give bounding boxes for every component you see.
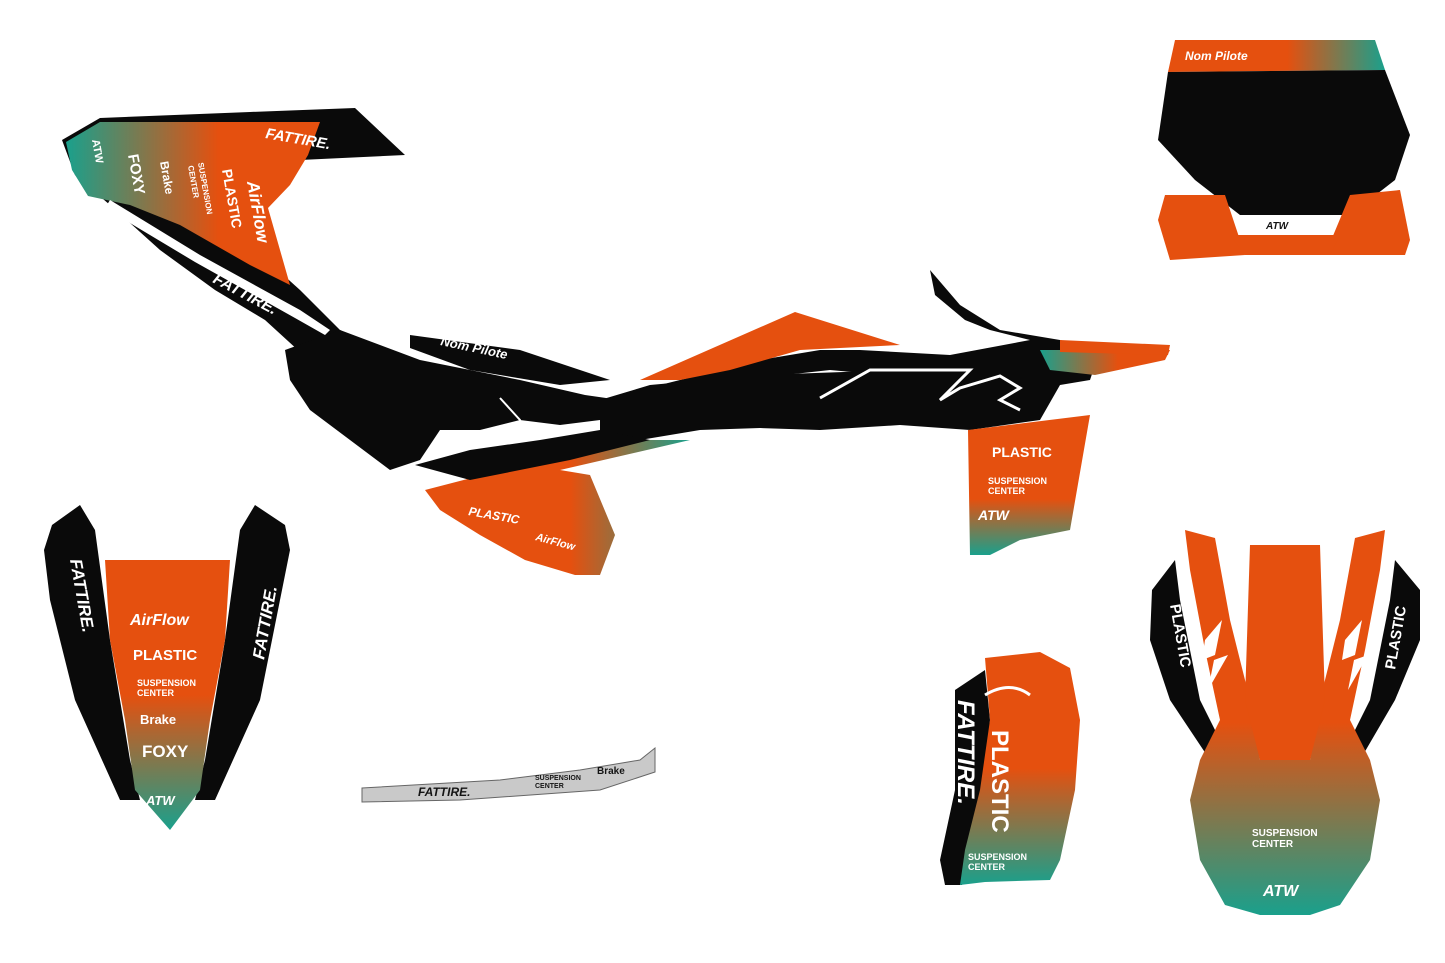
rear-fender-atw: ATW: [145, 793, 176, 808]
center-orange-top: [640, 312, 900, 380]
fork-guard-black: [940, 670, 990, 885]
plate-right-wing: [1325, 190, 1410, 255]
plate-rider-name: Nom Pilote: [1185, 49, 1248, 63]
rear-fender-foxy: FOXY: [142, 742, 189, 761]
rear-fender-brake: Brake: [140, 712, 176, 727]
rear-side-orange-panel: [66, 122, 320, 285]
rear-fender-center: CENTER: [137, 688, 175, 698]
center-white-stripe: [819, 368, 1023, 412]
plate-black-area: [1158, 70, 1410, 215]
front-number-plate: Nom Pilote ATW: [1158, 40, 1410, 260]
radiator-scoop: PLASTIC SUSPENSION CENTER ATW: [968, 415, 1090, 555]
rear-side-foxy-logo: FOXY: [124, 153, 148, 196]
rear-fender-airflow: AirFlow: [129, 612, 190, 629]
fork-guard: FATTIRE. PLASTIC SUSPENSION CENTER: [940, 652, 1080, 885]
rear-fender: FATTIRE. FATTIRE. AirFlow PLASTIC SUSPEN…: [44, 505, 290, 830]
radiator-suspension-logo: SUSPENSION: [988, 476, 1047, 486]
front-fender-center: [1245, 545, 1325, 760]
center-shroud: Nom Pilote PLASTIC AirFlow: [285, 270, 1170, 575]
rear-side-atw-logo: ATW: [89, 138, 105, 165]
front-fender-main: [1185, 530, 1385, 915]
front-fender-left-black: [1150, 560, 1220, 760]
center-black-lower: [600, 370, 1060, 440]
center-teal-swatch: [1040, 350, 1170, 375]
seat-strip: FATTIRE. SUSPENSION CENTER Brake: [361, 746, 656, 803]
rear-side-white-stripe: [105, 200, 330, 335]
center-black-body: [285, 270, 1100, 470]
radiator-atw-logo: ATW: [977, 507, 1011, 523]
plate-atw-logo: ATW: [1265, 221, 1290, 232]
front-fender: PLASTIC PLASTIC SUSPENSION CENTER ATW: [1150, 530, 1420, 915]
plate-bottom-band: [1230, 235, 1340, 255]
fork-guard-suspension: SUSPENSION: [968, 852, 1027, 862]
center-orange-right: [1060, 340, 1170, 355]
rear-fender-left-black: [44, 505, 140, 800]
seat-fattire: FATTIRE.: [418, 785, 470, 799]
rear-fender-orange: [105, 560, 230, 830]
fork-guard-shape: [960, 652, 1080, 885]
plate-left-wing: [1158, 195, 1245, 260]
rear-side-panel: FATTIRE. FATTIRE. AirFlow PLASTIC SUSPEN…: [62, 108, 420, 370]
rear-fender-suspension: SUSPENSION: [137, 678, 196, 688]
front-fender-bolt-right: [1342, 620, 1368, 690]
center-lower-black: [415, 430, 650, 480]
front-fender-right-black: [1350, 560, 1420, 760]
front-fender-center-text: CENTER: [1252, 839, 1294, 850]
radiator-center-logo: CENTER: [988, 486, 1026, 496]
fork-guard-plastic: PLASTIC: [986, 730, 1013, 833]
plate-top-band: [1168, 40, 1385, 72]
seat-brake: Brake: [597, 766, 625, 777]
radiator-plastic-logo: PLASTIC: [992, 444, 1052, 460]
front-fender-bolt-left: [1202, 620, 1228, 690]
seat-suspension: SUSPENSION: [535, 775, 581, 782]
seat-strip-grey: [361, 746, 656, 803]
fork-guard-white-arc: [984, 686, 1031, 697]
radiator-scoop-shape: [968, 415, 1090, 555]
rear-side-brake-logo: Brake: [157, 160, 177, 196]
front-fender-suspension: SUSPENSION: [1252, 828, 1318, 839]
fork-guard-fattire: FATTIRE.: [952, 700, 979, 805]
plate-white-band: [1230, 215, 1345, 232]
center-white-stripe-2: [499, 397, 521, 430]
front-fender-atw: ATW: [1262, 883, 1300, 900]
rear-fender-right-black: [195, 505, 290, 800]
seat-center: CENTER: [535, 783, 564, 790]
rear-fender-plastic: PLASTIC: [133, 647, 197, 664]
center-tank-black-top: [410, 335, 610, 385]
fork-guard-center: CENTER: [968, 862, 1006, 872]
